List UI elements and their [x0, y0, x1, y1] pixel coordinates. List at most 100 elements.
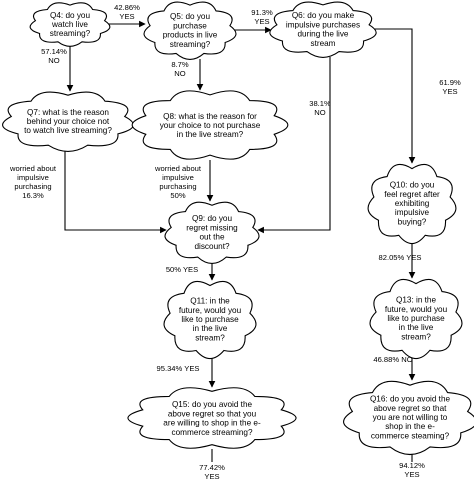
- edge-label-q16-out: YES: [404, 470, 419, 479]
- node-text-q7: Q7: what is the reason: [27, 108, 109, 117]
- edge-label-q5-q8: 8.7%: [171, 60, 189, 69]
- node-text-q11: future, would you: [179, 306, 242, 315]
- node-text-q11: in the live: [193, 324, 228, 333]
- edge-label-q4-q7: 57.14%: [41, 47, 67, 56]
- edge-label-q15-out: 77.42%: [199, 463, 225, 472]
- edge-label-q15-out: YES: [204, 472, 219, 481]
- node-text-q5: Q5: do you: [170, 12, 211, 21]
- node-text-q6: Q6: do you make: [292, 11, 355, 20]
- cloud-shape-q7: [2, 91, 134, 152]
- node-text-q5: purchase: [173, 21, 207, 30]
- connector-q7_q9: [64, 151, 167, 234]
- node-text-q6: during the live: [298, 30, 349, 39]
- edge-label-q6-q9: NO: [314, 108, 325, 117]
- edge-label-q8-q9: impulsive: [162, 173, 194, 182]
- node-text-q13: in the live: [399, 323, 434, 332]
- node-text-q11: stream?: [195, 333, 225, 342]
- node-text-q9: Q9: do you: [192, 214, 233, 223]
- node-text-q8: your choice to not purchase: [160, 121, 261, 130]
- connector-q6_q10: [375, 28, 416, 164]
- connector-q6_q9: [257, 57, 331, 234]
- node-text-q16: shop in the e-: [385, 422, 435, 431]
- node-text-q4: streaming?: [50, 29, 91, 38]
- node-text-q7: to watch live streaming?: [24, 126, 112, 135]
- cloud-shape-q13: [369, 278, 463, 360]
- edge-label-q5-q6: YES: [254, 17, 269, 26]
- edge-label-q7-q9: 16.3%: [22, 191, 44, 200]
- edge-label-q8-q9: 50%: [170, 191, 185, 200]
- node-text-q7: behind your choice not: [27, 117, 110, 126]
- node-text-q10: buying?: [398, 217, 427, 226]
- node-text-q15: commerce streaming?: [172, 428, 253, 437]
- edge-label-q13-q16: 46.88% NO: [373, 355, 412, 364]
- cloud-shape-q5: [143, 1, 237, 60]
- node-text-q4: Q4: do you: [50, 11, 91, 20]
- node-text-q15: above regret so that you: [168, 409, 257, 418]
- edge-label-q6-q10: 61.9%: [439, 78, 461, 87]
- cloud-shape-q11: [163, 280, 257, 360]
- cloud-shape-q4: [29, 2, 111, 47]
- edge-label-q9-q11: 50% YES: [166, 265, 198, 274]
- edge-label-q4-q7: NO: [48, 56, 59, 65]
- edge-label-q7-q9: purchasing: [14, 182, 51, 191]
- edge-label-q8-q9: purchasing: [159, 182, 196, 191]
- edge-label-q4-q5: YES: [119, 12, 134, 21]
- node-text-q11: Q11: in the: [190, 297, 230, 306]
- node-text-q9: discount?: [194, 242, 229, 251]
- edge-label-q7-q9: impulsive: [17, 173, 49, 182]
- node-text-q9: regret missing: [186, 223, 238, 232]
- node-text-q13: Q13: in the: [396, 296, 437, 305]
- edge-label-q4-q5: 42.86%: [114, 3, 140, 12]
- edge-label-q10-q13: 82.05% YES: [379, 253, 422, 262]
- node-text-q13: stream?: [401, 332, 431, 341]
- node-text-q11: like to purchase: [181, 315, 239, 324]
- edge-label-q8-q9: worried about: [154, 164, 202, 173]
- cloud-shape-q10: [367, 163, 457, 245]
- cloud-shape-q16: [343, 380, 474, 456]
- cloud-shape-q9: [164, 201, 260, 264]
- node-text-q6: impulsive purchases: [286, 20, 360, 29]
- node-text-q16: you are not willing to: [373, 413, 448, 422]
- edge-label-q5-q6: 91.3%: [251, 8, 273, 17]
- edge-label-q16-out: 94.12%: [399, 461, 425, 470]
- node-text-q10: exhibiting: [395, 199, 430, 208]
- node-text-q10: impulsive: [395, 208, 430, 217]
- node-text-q10: Q10: do you: [390, 181, 435, 190]
- node-text-q5: streaming?: [170, 40, 211, 49]
- node-text-q15: Q15: do you avoid the: [172, 400, 253, 409]
- edge-label-q5-q8: NO: [174, 69, 185, 78]
- node-text-q15: are willing to shop in the e-: [163, 419, 261, 428]
- node-text-q16: Q16: do you avoid the: [370, 395, 451, 404]
- edge-label-q11-q15: 95.34% YES: [157, 364, 200, 373]
- node-text-q16: commerce steaming?: [371, 431, 450, 440]
- node-text-q13: like to purchase: [387, 314, 445, 323]
- node-text-q4: watch live: [51, 20, 88, 29]
- node-text-q6: stream: [310, 39, 335, 48]
- edge-label-q6-q9: 38.1%: [309, 99, 331, 108]
- cloud-shape-q8: [131, 90, 289, 160]
- cloud-shape-q6: [269, 1, 377, 58]
- cloud-shape-q15: [127, 387, 297, 449]
- node-text-q5: products in live: [163, 31, 218, 40]
- node-text-q8: in the live stream?: [177, 130, 244, 139]
- edge-label-q7-q9: worried about: [9, 164, 57, 173]
- node-text-q8: Q8: what is the reason for: [163, 112, 257, 121]
- node-text-q16: above regret so that: [374, 404, 448, 413]
- node-text-q9: out the: [199, 233, 224, 242]
- node-text-q10: feel regret after: [384, 190, 440, 199]
- edge-label-q6-q10: YES: [442, 87, 457, 96]
- node-text-q13: future, would you: [385, 305, 448, 314]
